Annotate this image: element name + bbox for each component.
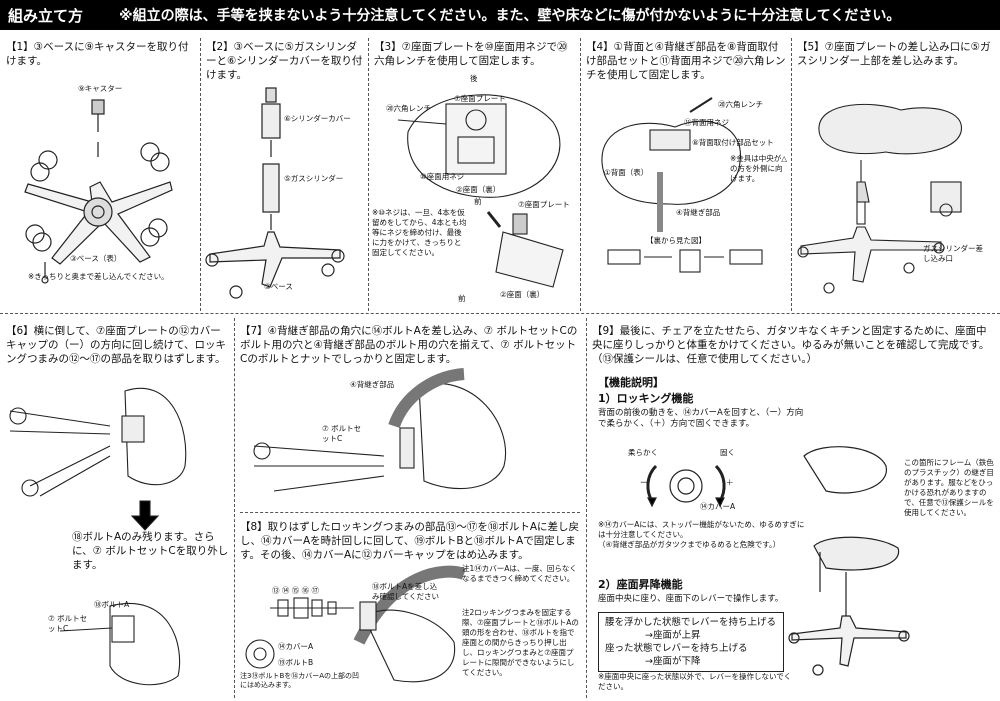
divider [368, 38, 369, 311]
tilted-chair-illustration [9, 388, 187, 686]
locking-title: 1）ロッキング機能 [598, 392, 694, 405]
cover-a-label: ⑭カバーA [278, 642, 314, 651]
cylinder-cover-label: ⑥シリンダーカバー [284, 114, 351, 123]
bolt-a-label: ⑱ボルトA [94, 600, 130, 609]
step-1-panel: 【1】③ベースに⑨キャスターを取り付けます。 ⑨キャスター ③ベース（表） ※き… [0, 32, 200, 312]
step-3-panel: 【3】⑦座面プレートを⑩座面用ネジで⑳六角レンチを使用して固定します。 後 ⑦座… [368, 32, 580, 312]
note-1: 注1⑭カバーAは、一度、回らなくなるまできつく締めてください。 [462, 564, 577, 583]
features-title: 【機能説明】 [598, 376, 664, 389]
minus-label: ー [640, 478, 648, 487]
locking-text: 背面の前後の動きを、⑭カバーAを回すと、（ー）方向で柔らかく、（＋）方向で固くで… [598, 408, 804, 429]
page-title: 組み立て方 [8, 6, 84, 25]
cover-dial-illustration [646, 446, 910, 676]
step-3-note: ※⑩ネジは、一旦、4本を仮留めをしてから、4本とも均等にネジを締め付け、最後に力… [372, 208, 467, 257]
seat-insert-illustration [797, 103, 962, 294]
hard-label: 固く [720, 448, 735, 457]
divider [234, 318, 235, 698]
wrench-label: ⑳六角レンチ [718, 100, 763, 109]
lift-instruction-2: →座面が上昇 [645, 630, 701, 641]
part-numbers: ⑬ ⑭ ⑮ ⑯ ⑰ [272, 586, 320, 595]
step-5-panel: 【5】⑦座面プレートの差し込み口に⑤ガスシリンダー上部を差し込みます。 ガスシリ… [791, 32, 1000, 312]
soft-label: 柔らかく [628, 448, 658, 457]
note-2: 注2ロッキングつまみを固定する際、⑦座面プレートと⑱ボルトAの頭の形を合わせ、⑱… [462, 608, 579, 677]
step-1-text: 【1】③ベースに⑨キャスターを取り付けます。 [6, 41, 189, 67]
bolt-set-c-label: ⑦ ボルトセットC [48, 614, 88, 633]
locking-knob-illustration [245, 565, 466, 683]
base-illustration [24, 99, 173, 284]
seat-plate-label: ⑦座面プレート [454, 94, 506, 103]
lift-instructions-box: 腰を浮かした状態でレバーを持ち上げる →座面が上昇 座った状態でレバーを持ち上げ… [598, 612, 784, 672]
step-9-text: 【9】最後に、チェアを立たせたら、ガタツキなくキチンと固定するために、座面中央に… [592, 325, 990, 365]
step-4-panel: 【4】①背面と④背継ぎ部品を⑧背面取付け部品セットと⑪背面用ネジで⑳六角レンチを… [580, 32, 791, 312]
seat-screw-label: ⑩座面用ネジ [420, 172, 465, 181]
seat-back-label: ②座面（裏） [456, 185, 501, 194]
bolt-b-label: ⑲ボルトB [278, 658, 314, 667]
divider [580, 38, 581, 311]
step-6-panel: 【6】横に倒して、⑦座面プレートの⑫カバーキャップの（ー）の方向に回し続けて、ロ… [0, 316, 234, 701]
lift-note: ※座面中央に座った状態以外で、レバーを操作しないでください。 [598, 672, 792, 691]
front-label: 前 [474, 197, 482, 206]
bracket-note: ※金具は中央が△の方を外側に向けます。 [730, 154, 788, 183]
back-joint-label: ④背継ぎ部品 [676, 208, 721, 217]
plus-label: ＋ [726, 478, 734, 487]
backrest-illustration [601, 97, 763, 273]
step-7-panel: 【7】④背継ぎ部品の角穴に⑭ボルトAを差し込み、⑦ ボルトセットCのボルト用の穴… [234, 316, 586, 512]
step-9-panel: 【9】最後に、チェアを立たせたら、ガタツキなくキチンと固定するために、座面中央に… [586, 316, 1000, 701]
locking-note: ※⑭カバーAには、ストッパー機能がないため、ゆるめすぎには十分注意してください。… [598, 520, 805, 549]
divider [791, 38, 792, 311]
divider [240, 512, 580, 513]
step-4-text: 【4】①背面と④背継ぎ部品を⑧背面取付け部品セットと⑪背面用ネジで⑳六角レンチを… [586, 41, 786, 81]
lift-title: 2）座面昇降機能 [598, 578, 683, 591]
step-8-panel: 【8】取りはずしたロッキングつまみの部品⑬～⑰を⑱ボルトAに差し戻し、⑭カバーA… [234, 512, 586, 701]
step-5-text: 【5】⑦座面プレートの差し込み口に⑤ガスシリンダー上部を差し込みます。 [797, 41, 991, 67]
caster-label: ⑨キャスター [78, 84, 123, 93]
gas-cylinder-label: ⑤ガスシリンダー [284, 174, 344, 183]
backrest-label: ①背面（表） [604, 168, 649, 177]
step-7-text: 【7】④背継ぎ部品の角穴に⑭ボルトAを差し込み、⑦ ボルトセットCのボルト用の穴… [240, 325, 578, 365]
base-label: ③ベース [264, 282, 293, 291]
step-6-text-2: ⑱ボルトAのみ残ります。さらに、⑦ ボルトセットCを取り外します。 [72, 531, 229, 571]
step-1-note: ※きっちりと奥まで差し込んでください。 [28, 272, 169, 281]
seat-plate-illustration [397, 94, 564, 288]
lift-text: 座面中央に座り、座面下のレバーで操作します。 [598, 594, 784, 604]
seat-plate-label-2: ⑦座面プレート [518, 200, 570, 209]
back-set-label: ⑧背面取付け部品セット [692, 138, 774, 147]
divider [200, 38, 201, 311]
step-6-text: 【6】横に倒して、⑦座面プレートの⑫カバーキャップの（ー）の方向に回し続けて、ロ… [6, 325, 226, 365]
base-label: ③ベース（表） [70, 254, 122, 263]
divider [0, 313, 1000, 314]
cylinder-illustration [205, 87, 345, 299]
rear-label: 後 [470, 74, 478, 83]
lift-instruction-3: 座った状態でレバーを持ち上げる [605, 643, 748, 654]
bolt-a-confirm: ⑱ボルトAを差し込み確認してください [372, 582, 440, 601]
back-screw-label: ⑪背面用ネジ [684, 118, 729, 127]
step-2-text: 【2】③ベースに⑤ガスシリンダーと⑥シリンダーカバーを取り付けます。 [206, 41, 363, 81]
divider [586, 318, 587, 698]
cover-a-label: ⑭カバーA [700, 502, 736, 511]
back-joint-attach-illustration [253, 368, 506, 492]
wrench-label: ⑳六角レンチ [386, 104, 431, 113]
lift-instruction-4: →座面が下降 [645, 656, 701, 667]
header-bar: 組み立て方 ※組立の際は、手等を挟まないよう十分注意してください。また、壁や床な… [0, 0, 1000, 30]
front-label-2: 前 [458, 294, 466, 303]
seat-back-label-2: ②座面（裏） [500, 290, 545, 299]
frame-note: この箇所にフレーム（鉄色のプラスチック）の継ぎ目があります。服などをひっかける恐… [904, 458, 994, 517]
step-8-text: 【8】取りはずしたロッキングつまみの部品⑬～⑰を⑱ボルトAに差し戻し、⑭カバーA… [240, 521, 580, 561]
cylinder-insert-label: ガスシリンダー差し込み口 [923, 244, 983, 263]
bolt-set-c-label: ⑦ ボルトセットC [322, 424, 362, 443]
rear-view-label: 【裏から見た図】 [646, 236, 706, 245]
lift-instruction-1: 腰を浮かした状態でレバーを持ち上げる [605, 617, 777, 628]
header-warning: ※組立の際は、手等を挟まないよう十分注意してください。また、壁や床などに傷が付か… [119, 8, 901, 24]
back-joint-label: ④背継ぎ部品 [350, 380, 395, 389]
step-2-panel: 【2】③ベースに⑤ガスシリンダーと⑥シリンダーカバーを取り付けます。 ⑥シリンダ… [200, 32, 368, 312]
note-3: 注3⑲ボルトBを⑭カバーAの上部の凹にはめ込みます。 [240, 672, 360, 689]
step-3-text: 【3】⑦座面プレートを⑩座面用ネジで⑳六角レンチを使用して固定します。 [374, 41, 568, 67]
